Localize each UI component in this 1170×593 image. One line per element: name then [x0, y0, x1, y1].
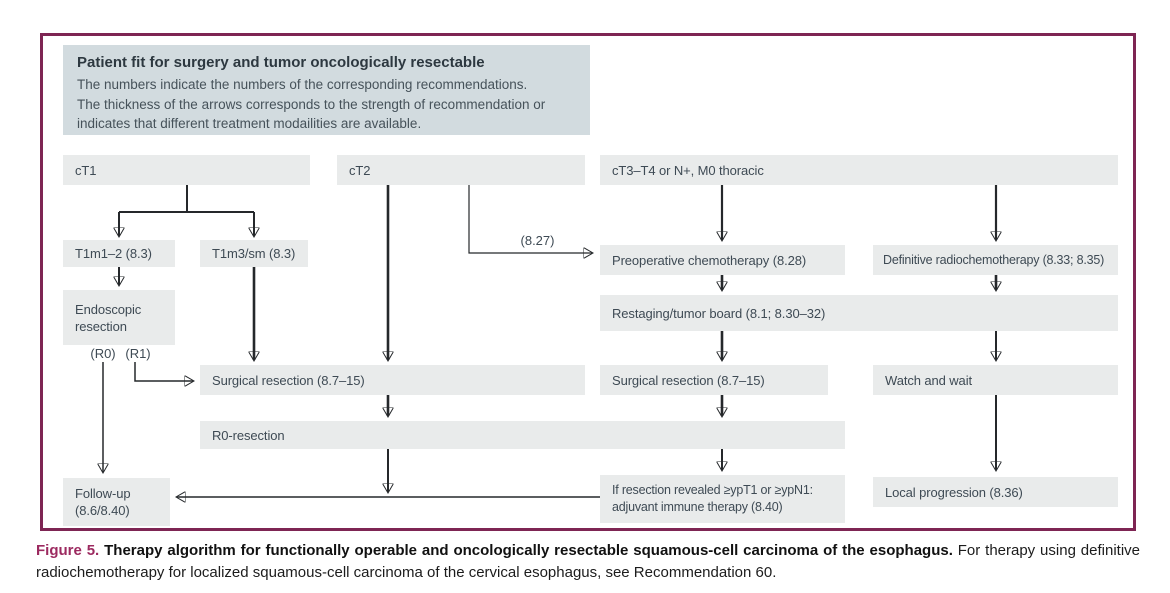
figure-caption-label: Figure 5.	[36, 542, 100, 559]
legend-line-2: The thickness of the arrows corresponds …	[77, 96, 546, 112]
node-follow-up: Follow-up (8.6/8.40)	[63, 478, 170, 526]
node-adjuvant-immune-therapy: If resection revealed ≥ypT1 or ≥ypN1: ad…	[600, 475, 845, 523]
figure-caption-title: Therapy algorithm for functionally opera…	[104, 542, 953, 559]
legend-line-3: indicates that different treatment modai…	[77, 116, 422, 131]
follow-up-line-2: (8.6/8.40)	[75, 503, 130, 518]
figure-caption: Figure 5. Therapy algorithm for function…	[36, 540, 1140, 583]
node-ct1: cT1	[63, 155, 310, 185]
legend-title: Patient fit for surgery and tumor oncolo…	[77, 54, 485, 71]
follow-up-line-1: Follow-up	[75, 486, 131, 501]
edge-label-r0: (R0)	[90, 346, 116, 361]
node-t1m1-2: T1m1–2 (8.3)	[63, 240, 175, 267]
node-watch-and-wait: Watch and wait	[873, 365, 1118, 395]
node-restaging-tumor-board: Restaging/tumor board (8.1; 8.30–32)	[600, 295, 1118, 331]
figure-caption-body: For therapy using definitive radiochemot…	[36, 542, 1140, 581]
legend-line-1: The numbers indicate the numbers of the …	[77, 77, 528, 92]
node-surgical-resection-left: Surgical resection (8.7–15)	[200, 365, 585, 395]
legend-box: Patient fit for surgery and tumor oncolo…	[63, 45, 590, 135]
node-endoscopic-resection: Endoscopic resection	[63, 290, 175, 345]
node-ct3-t4: cT3–T4 or N+, M0 thoracic	[600, 155, 1118, 185]
edge-label-8-27: (8.27)	[520, 233, 555, 248]
node-preoperative-chemotherapy: Preoperative chemotherapy (8.28)	[600, 245, 845, 275]
node-r0-resection: R0-resection	[200, 421, 845, 449]
node-definitive-radiochemotherapy: Definitive radiochemotherapy (8.33; 8.35…	[873, 245, 1118, 275]
node-t1m3-sm: T1m3/sm (8.3)	[200, 240, 308, 267]
node-ct2: cT2	[337, 155, 585, 185]
node-surgical-resection-middle: Surgical resection (8.7–15)	[600, 365, 828, 395]
adjuvant-line-1: If resection revealed ≥ypT1 or ≥ypN1:	[612, 483, 813, 497]
edge-label-r1: (R1)	[125, 346, 151, 361]
adjuvant-line-2: adjuvant immune therapy (8.40)	[612, 500, 783, 514]
node-local-progression: Local progression (8.36)	[873, 477, 1118, 507]
endoscopic-resection-line-2: resection	[75, 318, 127, 334]
endoscopic-resection-line-1: Endoscopic	[75, 301, 142, 317]
